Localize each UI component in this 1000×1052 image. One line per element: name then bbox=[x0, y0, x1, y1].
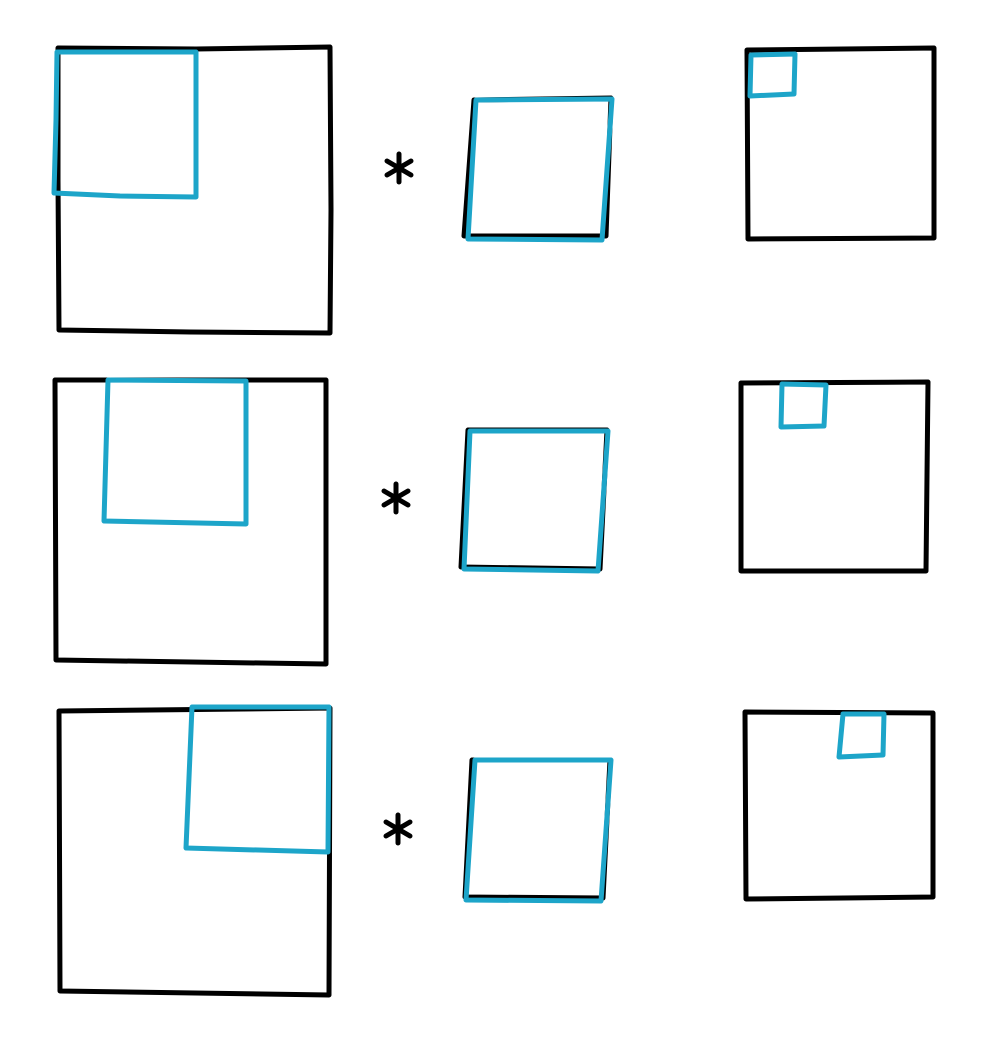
kernel-highlight bbox=[463, 757, 614, 904]
output-highlight-cell bbox=[747, 51, 798, 99]
kernel-highlight bbox=[465, 96, 615, 243]
kernel-grid bbox=[461, 95, 614, 239]
multiply-operator-icon bbox=[381, 481, 411, 515]
kernel-highlight bbox=[461, 428, 611, 574]
multiply-operator-icon bbox=[384, 151, 414, 185]
output-highlight-cell bbox=[836, 711, 887, 760]
input-highlight-window bbox=[51, 49, 199, 200]
diagram-row-3 bbox=[56, 704, 936, 998]
kernel-grid bbox=[458, 427, 610, 572]
diagram-row-1 bbox=[51, 44, 937, 336]
output-highlight-cell bbox=[778, 381, 829, 430]
multiply-operator-icon bbox=[383, 812, 413, 846]
input-highlight-window bbox=[101, 377, 249, 527]
output-grid bbox=[744, 45, 937, 242]
output-grid bbox=[738, 379, 931, 574]
input-grid bbox=[55, 44, 334, 336]
kernel-grid bbox=[462, 757, 613, 901]
input-highlight-window bbox=[183, 704, 332, 855]
diagram-row-2 bbox=[52, 377, 931, 667]
